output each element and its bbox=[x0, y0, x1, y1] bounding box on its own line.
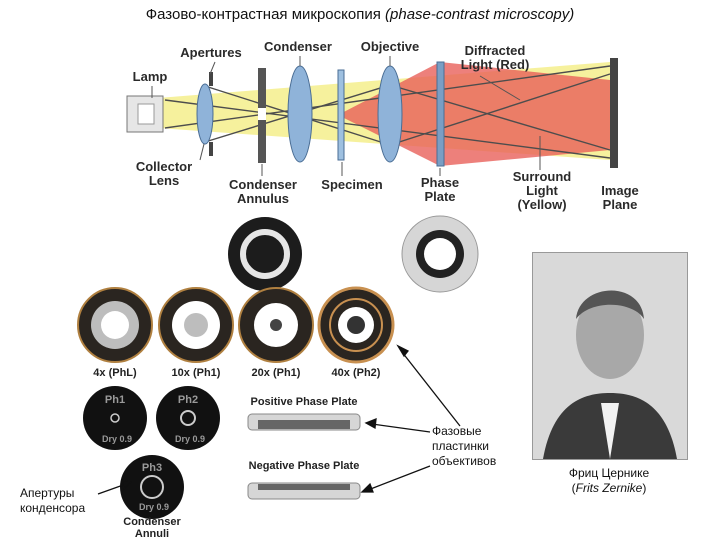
annulus-20x bbox=[238, 287, 314, 363]
image-plane-icon bbox=[610, 58, 618, 168]
disc-ph3-code: Ph3 bbox=[141, 462, 163, 474]
condenser-apertures-note: Апертуры конденсора bbox=[20, 486, 86, 515]
disc-ph1-rim: Dry 0.9 bbox=[101, 434, 133, 444]
condenser-annulus-label: Condenser Annulus bbox=[229, 177, 297, 206]
annulus-40x-label: 40x (Ph2) bbox=[331, 367, 381, 379]
disc-ph2 bbox=[156, 386, 220, 450]
positive-phase-plate-icon bbox=[247, 413, 361, 431]
collector-lens-label: Collector Lens bbox=[135, 159, 193, 188]
negative-plate-label: Negative Phase Plate bbox=[248, 460, 360, 472]
specimen-label: Specimen bbox=[321, 177, 383, 192]
disc-ph2-rim: Dry 0.9 bbox=[174, 434, 206, 444]
page-title: Фазово-контрастная микроскопия (phase-co… bbox=[145, 6, 575, 23]
portrait-caption: Фриц Цернике (Frits Zernike) bbox=[568, 466, 650, 495]
zernike-portrait bbox=[532, 252, 688, 460]
disc-ph3-rim: Dry 0.9 bbox=[138, 502, 170, 512]
positive-plate-label: Positive Phase Plate bbox=[250, 396, 358, 408]
condenser-annuli-label: Condenser Annuli bbox=[123, 516, 181, 540]
specimen-slide-icon bbox=[337, 69, 345, 161]
annulus-4x-label: 4x (PhL) bbox=[93, 367, 137, 379]
disc-ph1-code: Ph1 bbox=[104, 394, 126, 406]
lamp-label: Lamp bbox=[132, 69, 168, 84]
phase-plate-label: Phase Plate bbox=[420, 175, 460, 204]
portrait-figure bbox=[533, 253, 687, 459]
disc-ph2-code: Ph2 bbox=[177, 394, 199, 406]
annulus-20x-label: 20x (Ph1) bbox=[251, 367, 301, 379]
phase-plates-note: Фазовые пластинки объективов bbox=[432, 424, 497, 468]
surround-light-label: Surround Light (Yellow) bbox=[512, 169, 572, 212]
apertures-label: Apertures bbox=[180, 45, 242, 60]
annulus-40x bbox=[317, 286, 395, 364]
collector-lens-icon bbox=[196, 83, 214, 145]
pointer-arrows bbox=[97, 344, 461, 495]
image-plane-label: Image Plane bbox=[601, 183, 639, 212]
annulus-4x bbox=[77, 287, 153, 363]
condenser-label: Condenser bbox=[264, 39, 332, 54]
negative-phase-plate-icon bbox=[247, 482, 361, 500]
disc-ph3 bbox=[120, 455, 184, 519]
diffracted-light-label: Diffracted Light (Red) bbox=[460, 43, 530, 72]
annulus-10x bbox=[158, 287, 234, 363]
annulus-10x-label: 10x (Ph1) bbox=[171, 367, 221, 379]
condenser-annulus-closeup bbox=[228, 217, 302, 291]
disc-ph1 bbox=[83, 386, 147, 450]
phase-plate-closeup bbox=[401, 215, 479, 293]
objective-label: Objective bbox=[360, 39, 420, 54]
phase-plate-icon bbox=[436, 61, 445, 167]
